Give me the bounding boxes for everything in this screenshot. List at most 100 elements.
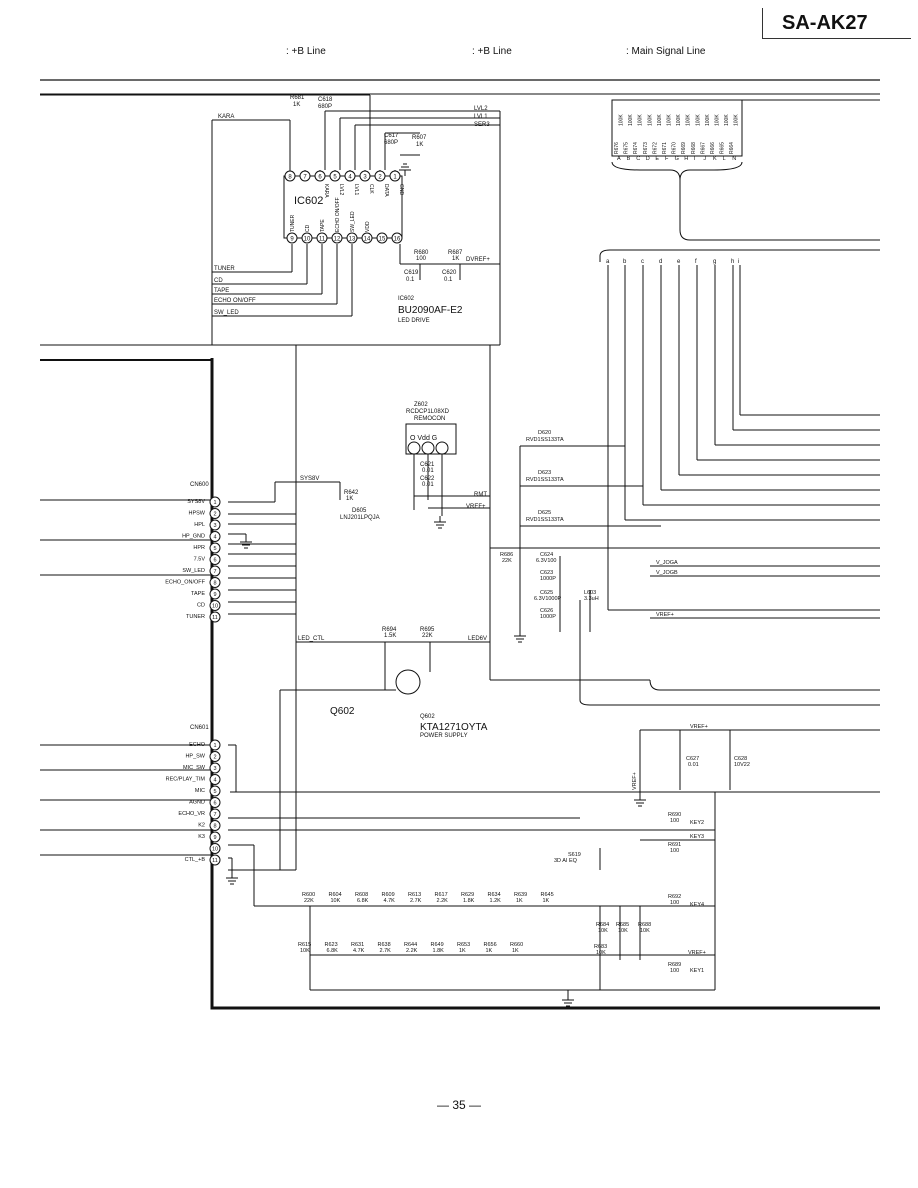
key-resistor-value: 6.8K	[357, 898, 369, 904]
cn600-pin-label: TAPE	[191, 591, 205, 597]
c625-ref: C625	[540, 590, 553, 596]
cn600-pin-10	[209, 600, 221, 611]
key-resistor-value: 1K	[486, 948, 493, 954]
key-resistor-ref: R653	[457, 942, 470, 948]
ic602-pin-15	[376, 232, 388, 244]
cn600-pin-label: CD	[197, 603, 205, 609]
rmt-net: RMT	[474, 492, 487, 498]
array-resistor-ref: R669	[681, 142, 687, 154]
array-resistor-value: 100K	[638, 114, 644, 126]
array-letter: A	[617, 156, 621, 162]
z602-part: RCDCP1L08XD	[406, 409, 450, 415]
ic602-pin-number: 15	[379, 237, 386, 243]
r688-val: 10K	[640, 928, 650, 934]
r683-val: 10K	[596, 950, 606, 956]
r694-ref: R694	[382, 627, 397, 633]
r686-ref: R686	[500, 552, 513, 558]
ic602-pin-5	[329, 170, 341, 182]
ic602-pin-4	[344, 170, 356, 182]
net-ser3: SER3	[474, 122, 490, 128]
array-resistor-value: 100K	[715, 114, 721, 126]
sys8v-net: SYS8V	[300, 476, 319, 482]
cn600-pin-number: 10	[212, 604, 218, 610]
ic602-pin-11	[316, 232, 328, 244]
bus-letter: b	[623, 259, 627, 265]
cn601-pin-number: 10	[212, 847, 218, 853]
key-resistor-value: 10K	[331, 898, 341, 904]
r692-ref: R692	[668, 894, 681, 900]
cn601-pin-number: 9	[213, 835, 216, 841]
r686-val: 22K	[502, 558, 512, 564]
array-letter: D	[646, 156, 650, 162]
net-vref-1: VREF+	[656, 612, 674, 618]
array-letter: B	[627, 156, 631, 162]
cn600-pin-label: HP_GND	[182, 534, 205, 540]
c628-val: 10V22	[734, 762, 750, 768]
ic602-pin-number: 1	[393, 175, 397, 181]
cn601-pin-number: 5	[213, 789, 216, 795]
ic602-pin-12	[331, 232, 343, 244]
c626-val: 1000P	[540, 614, 556, 620]
array-resistor-ref: R673	[643, 142, 649, 154]
ic602-pin-number: 3	[363, 175, 367, 181]
q602-desc: POWER SUPPLY	[420, 733, 468, 739]
array-resistor-value: 100K	[676, 114, 682, 126]
net-echo: ECHO ON/OFF	[214, 298, 256, 304]
cn601-pin-5	[209, 785, 221, 797]
ic602-top-label: CLK	[368, 184, 374, 194]
key-resistor-value: 2.2K	[406, 948, 418, 954]
key-resistor-ref: R617	[435, 892, 448, 898]
cn600-pin-label: SW_LED	[182, 568, 205, 574]
array-resistor-ref: R666	[710, 142, 716, 154]
cn600-pin-9	[209, 588, 221, 600]
key-resistor-value: 22K	[304, 898, 314, 904]
l603-ref: L603	[584, 590, 596, 596]
cn600-pin-number: 6	[213, 558, 216, 564]
ic602-pin-3	[359, 170, 371, 182]
c623-val: 1000P	[540, 576, 556, 582]
ic602-pin-number: 10	[304, 237, 311, 243]
cn601-pin-number: 1	[213, 743, 216, 749]
key2-net: KEY2	[690, 820, 704, 826]
ic602-bottom-label: TUNER	[290, 214, 296, 232]
net-kara: KARA	[218, 114, 234, 120]
c618-ref: C618	[318, 97, 333, 103]
cn601-pin-6	[209, 797, 221, 808]
cn600-pin-label: HPR	[193, 545, 205, 551]
ic602-bottom-label: VDD	[365, 221, 371, 232]
d623-ref: D623	[538, 470, 551, 476]
cn600-pin-6	[209, 554, 221, 565]
c620-ref: C620	[442, 270, 457, 276]
key-resistor-value: 4.7K	[353, 948, 365, 954]
cn600-pin-7	[209, 565, 221, 577]
array-resistor-value: 100K	[724, 114, 730, 126]
ic602-bottom-label: ECHO ON/OFF	[335, 197, 341, 232]
d620-part: RVD1SS133TA	[526, 437, 564, 443]
key-resistor-ref: R600	[302, 892, 315, 898]
net-lvl1: LVL1	[474, 114, 488, 120]
r684-val: 10K	[598, 928, 608, 934]
cn600-pin-label: HPSW	[189, 511, 206, 517]
r695-ref: R695	[420, 627, 435, 633]
z602-ref: Z602	[414, 402, 428, 408]
d605-part: LNJ201LPQJA	[340, 515, 380, 521]
array-resistor-ref: R667	[700, 142, 706, 154]
r695-val: 22K	[422, 633, 433, 639]
key-resistor-ref: R645	[541, 892, 554, 898]
array-resistor-value: 100K	[734, 114, 740, 126]
legend-main-signal-line: : Main Signal Line	[626, 46, 706, 57]
cn600-pin-label: TUNER	[186, 614, 205, 620]
page-number: — 35 —	[436, 1098, 481, 1112]
key-resistor-ref: R609	[382, 892, 395, 898]
key-resistor-ref: R639	[514, 892, 527, 898]
cn601-pin-number: 7	[213, 812, 216, 818]
cn600-pin-number: 1	[213, 500, 216, 506]
key1-net: KEY1	[690, 968, 704, 974]
cn600-pin-label: HPL	[194, 522, 205, 528]
cn601-pin-label: HP_SW	[185, 754, 205, 760]
net-vref-3: VREF+	[632, 772, 638, 790]
d605-ref: D605	[352, 508, 367, 514]
key-resistor-row-1: R60022KR60410KR6086.8KR6094.7KR6132.7KR6…	[302, 892, 554, 904]
array-resistor-value: 100K	[647, 114, 653, 126]
